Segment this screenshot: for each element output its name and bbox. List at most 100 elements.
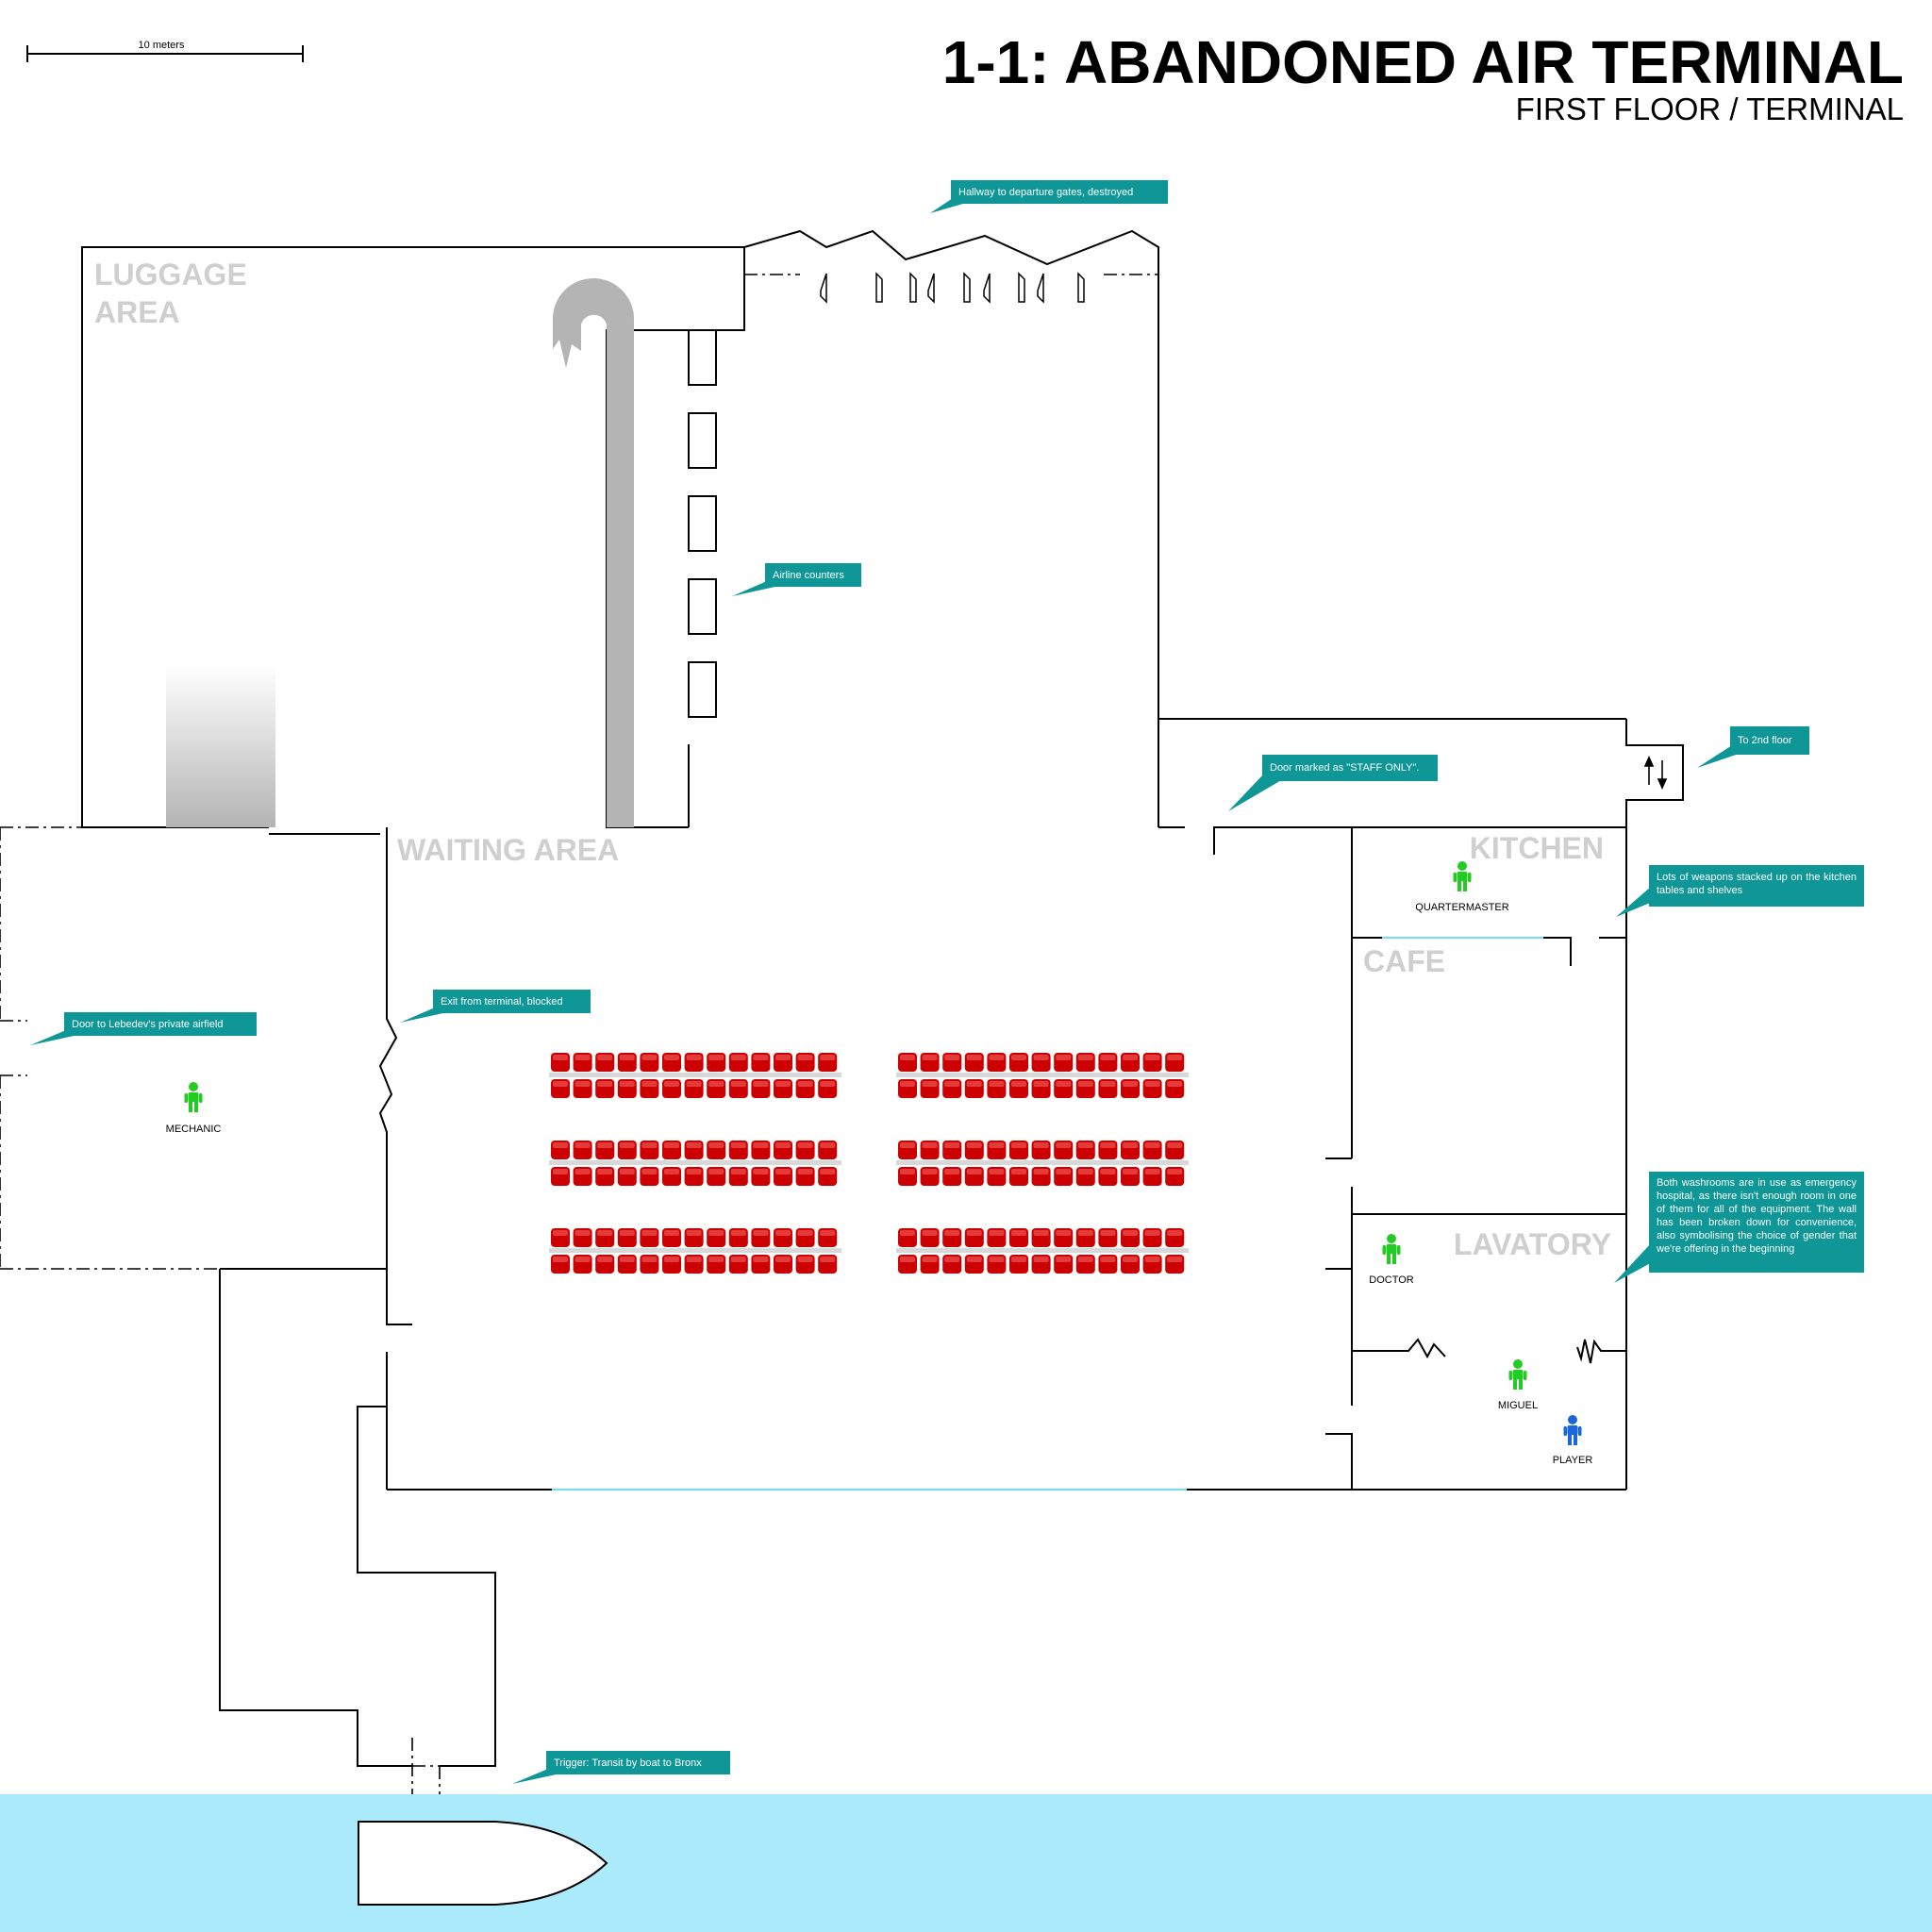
seat-highlight (753, 1257, 769, 1262)
seat-highlight (1077, 1081, 1093, 1087)
seat-highlight (1033, 1257, 1049, 1262)
south-corridor (219, 1269, 496, 1794)
seat-highlight (775, 1169, 791, 1174)
seat-highlight (730, 1257, 746, 1262)
seat-highlight (575, 1230, 591, 1236)
airline-counters (688, 329, 717, 827)
seat-highlight (1077, 1230, 1093, 1236)
seat-highlight (619, 1257, 635, 1262)
seat-highlight (641, 1257, 658, 1262)
seat-highlight (1100, 1055, 1116, 1060)
seat-highlight (575, 1169, 591, 1174)
note-hallway: Hallway to departure gates, destroyed (958, 187, 1134, 198)
seat-highlight (944, 1142, 960, 1148)
main-hall (743, 229, 1626, 828)
seat-highlight (553, 1169, 568, 1174)
seat-highlight (708, 1081, 724, 1087)
seat-highlight (900, 1230, 915, 1236)
seat-highlight (922, 1257, 938, 1262)
note-second-floor: To 2nd floor (1738, 735, 1792, 746)
seat-highlight (922, 1230, 938, 1236)
seat-highlight (686, 1055, 702, 1060)
seat-highlight (553, 1142, 568, 1148)
seat-highlight (820, 1142, 836, 1148)
miguel-icon (1508, 1359, 1527, 1390)
seat-highlight (797, 1169, 813, 1174)
doctor-label: DOCTOR (1369, 1274, 1414, 1286)
seat-highlight (597, 1142, 613, 1148)
seat-highlight (1033, 1055, 1049, 1060)
seat-highlight (989, 1257, 1005, 1262)
room-labels: LUGGAGE AREA WAITING AREA KITCHEN CAFE L… (94, 258, 1611, 1261)
note-staff-door: Door marked as "STAFF ONLY". (1270, 762, 1420, 774)
seat-highlight (1167, 1257, 1183, 1262)
seat-highlight (619, 1169, 635, 1174)
seat-highlight (1077, 1257, 1093, 1262)
seat-highlight (1056, 1081, 1072, 1087)
seat-highlight (753, 1169, 769, 1174)
mechanic-label: MECHANIC (166, 1124, 222, 1135)
seat-highlight (1077, 1142, 1093, 1148)
seat-highlight (686, 1230, 702, 1236)
seat-highlight (575, 1257, 591, 1262)
quartermaster-icon (1453, 861, 1472, 891)
seat-highlight (664, 1169, 679, 1174)
room-label-waiting: WAITING AREA (397, 833, 619, 867)
seat-highlight (775, 1230, 791, 1236)
seat-highlight (641, 1230, 658, 1236)
seat-highlight (641, 1081, 658, 1087)
seat-highlight (944, 1257, 960, 1262)
seat-highlight (1056, 1142, 1072, 1148)
seat-highlight (1056, 1169, 1072, 1174)
seat-highlight (1167, 1169, 1183, 1174)
mechanic-icon (184, 1082, 203, 1112)
room-label-luggage: LUGGAGE (94, 258, 247, 291)
seat-highlight (1033, 1230, 1049, 1236)
seat-highlight (641, 1169, 658, 1174)
player-icon (1563, 1415, 1582, 1445)
seat-highlight (989, 1169, 1005, 1174)
seat-highlight (1056, 1055, 1072, 1060)
seat-highlight (797, 1230, 813, 1236)
callout-exit-blocked: Exit from terminal, blocked (400, 990, 591, 1023)
seat-highlight (553, 1055, 568, 1060)
seat-highlight (553, 1257, 568, 1262)
seat-highlight (730, 1081, 746, 1087)
seat-highlight (641, 1055, 658, 1060)
staff-corridor (1213, 719, 1684, 855)
seat-highlight (1011, 1081, 1026, 1087)
seat-highlight (944, 1081, 960, 1087)
seat-highlight (1123, 1055, 1138, 1060)
seat-highlight (664, 1081, 679, 1087)
west-annex (0, 826, 387, 1270)
seat-highlight (1167, 1230, 1183, 1236)
kitchen-block (1325, 827, 1627, 1490)
seat-highlight (1144, 1257, 1160, 1262)
waiting-area (269, 827, 1626, 1491)
seat-highlight (664, 1257, 679, 1262)
seat-highlight (708, 1142, 724, 1148)
callout-second-floor: To 2nd floor (1697, 726, 1809, 768)
seat-highlight (1077, 1169, 1093, 1174)
seat-highlight (1011, 1055, 1026, 1060)
seat-highlight (1167, 1081, 1183, 1087)
stairs-arrows-icon (1643, 756, 1668, 790)
seat-highlight (686, 1257, 702, 1262)
seat-highlight (730, 1169, 746, 1174)
room-label-kitchen: KITCHEN (1470, 831, 1604, 865)
seat-highlight (1056, 1230, 1072, 1236)
water (0, 1794, 1932, 1932)
seat-highlight (944, 1230, 960, 1236)
note-exit-blocked: Exit from terminal, blocked (441, 996, 563, 1008)
seat-highlight (686, 1169, 702, 1174)
seat-highlight (900, 1257, 915, 1262)
seat-highlight (820, 1081, 836, 1087)
seat-highlight (1011, 1230, 1026, 1236)
seat-highlight (753, 1055, 769, 1060)
seat-highlight (597, 1169, 613, 1174)
seat-highlight (966, 1081, 982, 1087)
bench (549, 1248, 841, 1253)
bench (549, 1073, 841, 1077)
seat-highlight (597, 1230, 613, 1236)
note-boat: Trigger: Transit by boat to Bronx (554, 1757, 702, 1769)
